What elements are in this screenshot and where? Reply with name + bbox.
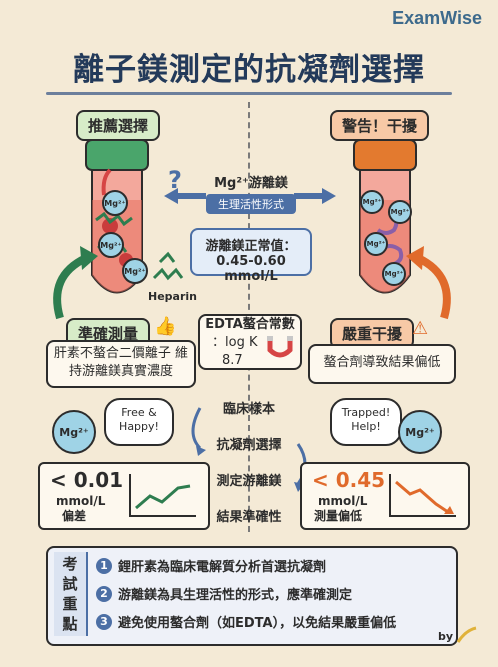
note-item-3: 3 避免使用螯合劑（如EDTA），以免結果嚴重偏低 — [96, 612, 396, 631]
trapped-help-bubble: Trapped! Help! — [330, 398, 402, 446]
mg-ion-right-2: Mg²⁺ — [388, 200, 412, 224]
mg-ion-title: Mg²⁺游離鎂 — [214, 176, 288, 191]
thumbs-up-icon: 👍 — [154, 316, 177, 337]
physiological-form-badge: 生理活性形式 — [206, 194, 296, 214]
happy-mg-character: Mg²⁺ — [52, 410, 96, 454]
double-arrow-icon — [164, 188, 336, 204]
normal-value: 0.45-0.60 mmol/L — [216, 254, 286, 284]
flow-step-1: 臨床樣本 — [222, 402, 275, 417]
right-low-label: 測量偏低 — [314, 509, 363, 523]
note-number-1: 1 — [96, 557, 112, 574]
left-unit: mmol/L — [56, 494, 106, 508]
edta-logk: ：log K — [212, 335, 258, 350]
edta-value: 8.7 — [222, 353, 243, 368]
recommended-tag: 推薦選擇 — [76, 110, 161, 141]
stable-trend-icon — [129, 474, 196, 517]
left-deviation: 偏差 — [62, 509, 87, 523]
exam-notes-heading-text: 考試重點 — [62, 555, 78, 633]
accuracy-text: 肝素不螯合二價離子 維持游離鎂真實濃度 — [53, 346, 189, 379]
warning-icon: ⚠ — [412, 318, 429, 339]
severe-text-box: 螯合劑導致結果偏低 — [308, 344, 456, 384]
warning-tag: 警告！干擾 — [330, 110, 430, 141]
left-value-box: < 0.01 mmol/L 偏差 — [38, 462, 210, 530]
signature-mark-icon — [456, 626, 477, 643]
note-number-2: 2 — [96, 585, 112, 602]
green-arrow-icon — [53, 246, 98, 320]
flow-step-2: 抗凝劑選擇 — [216, 438, 282, 453]
flow-step-4: 結果準確性 — [216, 510, 282, 525]
mg-ion-right-4: Mg²⁺ — [382, 262, 406, 286]
normal-value-box: 游離鎂正常值： 0.45-0.60 mmol/L — [190, 228, 312, 284]
trapped-mg-character: Mg²⁺ — [398, 410, 442, 454]
mg-ion-left-2: Mg²⁺ — [98, 232, 124, 258]
edta-title: EDTA螯合常數 — [205, 317, 295, 332]
note-text-3: 避免使用螯合劑（如EDTA），以免結果嚴重偏低 — [118, 616, 397, 631]
title-underline — [46, 92, 452, 95]
mg-ion-left-1: Mg²⁺ — [102, 190, 128, 216]
normal-value-label: 游離鎂正常值： — [205, 239, 297, 254]
exam-notes-heading: 考試重點 — [54, 552, 88, 636]
magnet-icon — [267, 336, 293, 358]
note-number-3: 3 — [96, 613, 112, 630]
heparin-molecule-icon — [152, 251, 184, 281]
flow-step-3: 測定游離鎂 — [216, 474, 282, 489]
orange-arrow-icon — [406, 246, 451, 320]
heparin-label: Heparin — [148, 290, 197, 303]
question-icon: ? — [168, 166, 182, 194]
severe-interference-tag: 嚴重干擾 — [330, 318, 415, 349]
free-happy-bubble: Free & Happy! — [104, 398, 174, 446]
accuracy-text-box: 肝素不螯合二價離子 維持游離鎂真實濃度 — [46, 340, 196, 388]
note-item-2: 2 游離鎂為具生理活性的形式，應準確測定 — [96, 584, 352, 603]
edta-constant-box: EDTA螯合常數 ：log K 8.7 — [198, 314, 302, 370]
decline-trend-icon — [389, 474, 456, 517]
severe-text: 螯合劑導致結果偏低 — [323, 355, 441, 370]
note-item-1: 1 鋰肝素為臨床電解質分析首選抗凝劑 — [96, 556, 326, 575]
mg-ion-right-1: Mg²⁺ — [360, 190, 384, 214]
by-credit: by — [438, 630, 454, 643]
note-text-1: 鋰肝素為臨床電解質分析首選抗凝劑 — [118, 560, 327, 575]
exam-notes-panel — [46, 546, 458, 646]
page-title: 離子鎂測定的抗凝劑選擇 — [73, 52, 425, 88]
left-value: < 0.01 — [50, 468, 124, 492]
note-text-2: 游離鎂為具生理活性的形式，應準確測定 — [118, 588, 353, 603]
right-value-box: < 0.45 mmol/L 測量偏低 — [300, 462, 470, 530]
mg-ion-right-3: Mg²⁺ — [364, 232, 388, 256]
right-unit: mmol/L — [318, 494, 368, 508]
mg-ion-left-3: Mg²⁺ — [122, 258, 148, 284]
brand-logo: ExamWise — [392, 8, 482, 28]
right-value: < 0.45 — [312, 468, 386, 492]
